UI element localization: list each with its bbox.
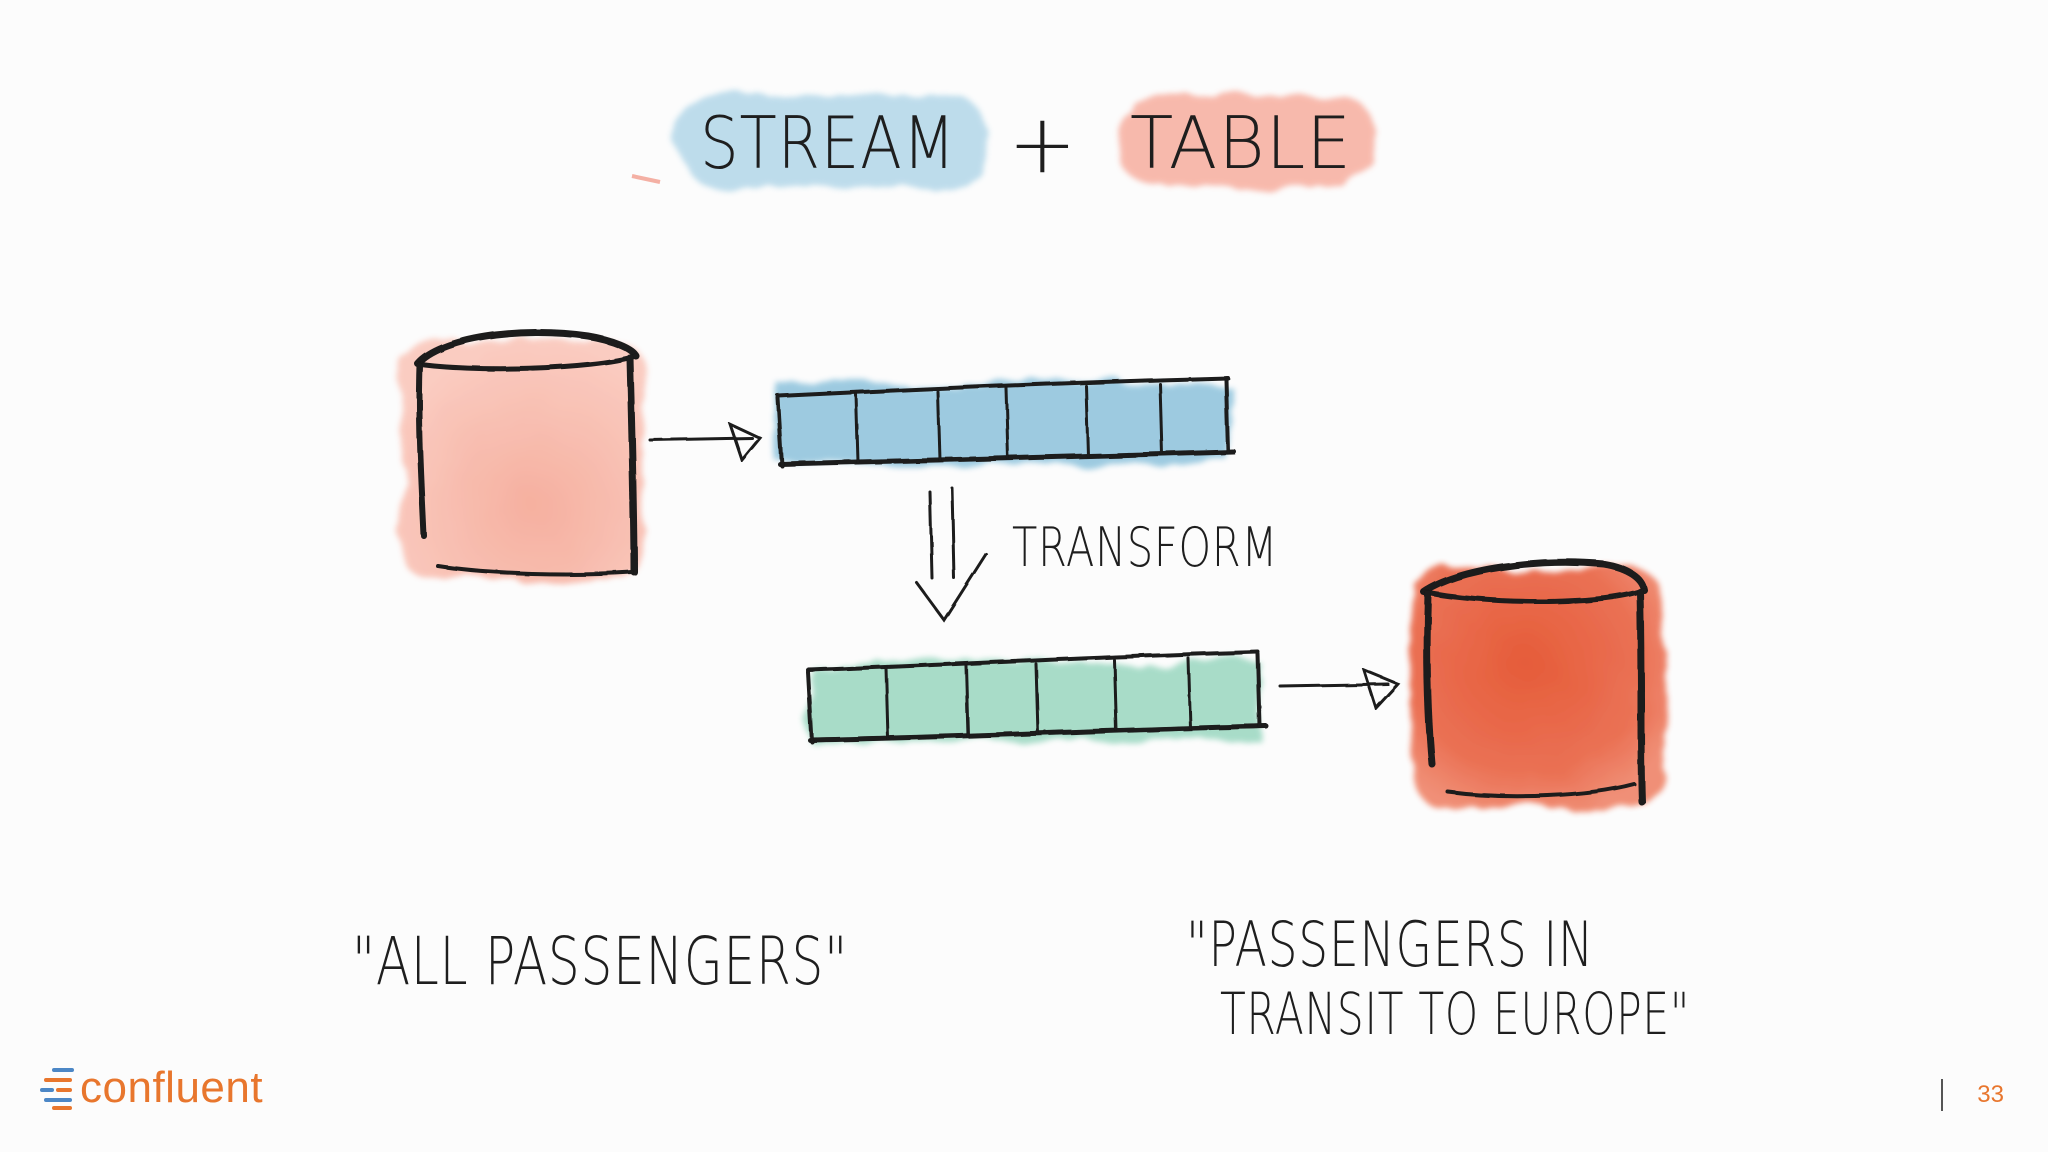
page-divider: [1941, 1079, 1944, 1111]
page-number-area: 33: [1941, 1078, 2004, 1112]
transform-label: TRANSFORM: [1012, 516, 1278, 579]
title-stream-wash: [680, 95, 988, 187]
output-stream-bar: [806, 650, 1269, 744]
caption-passengers-in-transit-line2: TRANSIT TO EUROPE": [1220, 980, 1690, 1048]
title-stray-stroke: [631, 174, 661, 184]
arrow-stream-to-table: [1278, 667, 1401, 711]
confluent-mark-icon: [40, 1068, 74, 1110]
output-table-cylinder: [1412, 558, 1664, 808]
title-table-wash: [1118, 95, 1376, 187]
title-plus: +: [1008, 97, 1078, 192]
caption-all-passengers: "ALL PASSENGERS": [352, 923, 848, 1000]
brand-name: confluent: [80, 1063, 264, 1112]
title-table: TABLE: [1130, 101, 1352, 185]
input-stream-bar: [776, 376, 1237, 468]
transform-arrow: [914, 486, 988, 623]
input-table-cylinder: [402, 329, 644, 580]
arrow-table-to-stream: [648, 421, 763, 464]
caption-passengers-in-transit-line1: "PASSENGERS IN: [1186, 908, 1594, 981]
title-stream: STREAM: [700, 101, 956, 185]
confluent-logo: confluent: [40, 1058, 263, 1118]
page-number: 33: [1977, 1081, 2004, 1108]
